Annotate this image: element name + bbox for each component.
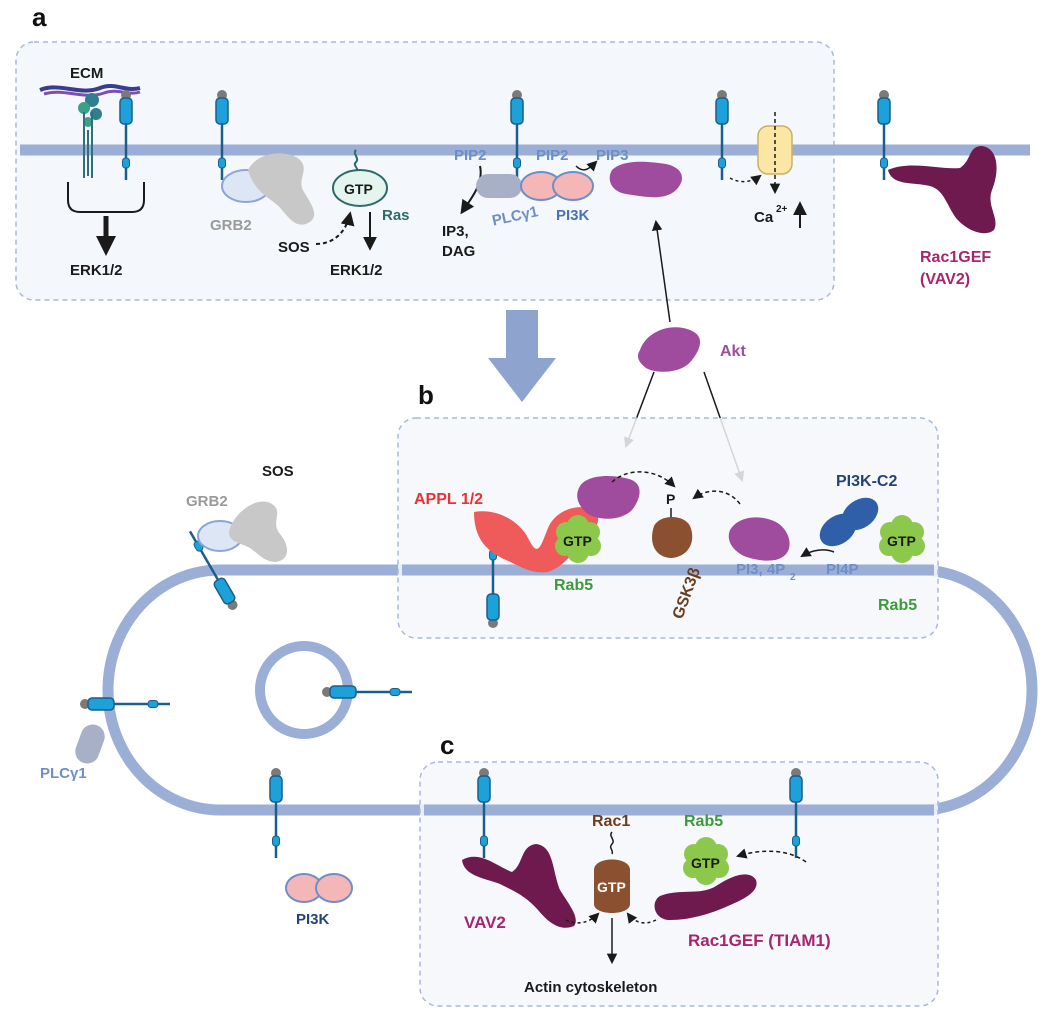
plcg1-endo-label: PLCγ1 [40,765,87,782]
ras-gtp-shape [332,169,388,207]
vav2-label-a: (VAV2) [920,271,970,288]
rac1gef-tiam1-label: Rac1GEF (TIAM1) [688,931,831,950]
bracket [67,182,145,213]
erk-ras-label: ERK1/2 [330,262,383,279]
phospho-label: P [666,491,675,507]
receptor-a5 [876,88,892,182]
internalization-arrow [488,310,556,402]
ras-label: Ras [382,207,410,224]
akt-cytosol-shape [638,327,701,372]
grb2-endo-label: GRB2 [186,493,228,510]
receptor-endo-plcg1 [78,696,172,712]
calcium-sup: 2+ [776,204,788,215]
receptor-vesicle [320,684,414,700]
sos-label: SOS [278,239,310,256]
tiam1-shape [654,874,757,920]
rac1-gtp-shape [594,859,630,913]
rab5-gtp-c-label: GTP [691,855,720,871]
dag-label: DAG [442,243,475,260]
gsk3b-shape [652,517,693,558]
vav2-c-shape [462,844,576,928]
pi3k-a-label: PI3K [556,207,590,224]
pi4p-label: PI4P [826,561,859,578]
calcium-label: Ca [754,209,774,226]
rac1gef-label-a: Rac1GEF [920,249,991,266]
pi34p2-label: PI3, 4P [736,561,785,578]
ras-gtp-label: GTP [344,181,373,197]
pi3k-right-subunit [552,171,594,201]
plcg1-endo-shape [75,724,105,764]
vav2-activates-rac1-arrow [565,912,600,924]
akt-label: Akt [720,343,746,360]
sos-to-ras-arrow [315,211,355,245]
panel-a-box [15,41,835,301]
panel-letter-a: a [32,2,47,32]
pip2-to-ip3-arrow [460,165,482,215]
rab5-gtp-b-left-label: GTP [563,533,592,549]
erk-left-label: ERK1/2 [70,262,123,279]
ip3-label: IP3, [442,223,469,240]
vav2-c-label: VAV2 [464,913,506,932]
panel-letter-c: c [440,730,454,760]
pip2-left-label: PIP2 [454,147,487,164]
rab5-b-left-label: Rab5 [554,577,593,594]
receptor-to-tiam1-arrow [735,848,807,863]
pip2-right-label: PIP2 [536,147,569,164]
ras-anchor [353,149,359,173]
ecm-label: ECM [70,65,103,82]
sos-shape [248,153,315,225]
appl-label: APPL 1/2 [414,491,483,508]
akt-pi34p2-shape [728,517,790,561]
plcg1-shape [476,174,522,198]
panel-letter-b: b [418,380,434,410]
pi3kc2-label: PI3K-C2 [836,473,897,490]
pi3k-endo-label: PI3K [296,911,330,928]
akt-membrane-shape [609,161,682,198]
receptor-to-channel-arrow [729,174,762,186]
panel-c-box [419,761,939,1007]
pi3k-endo-right [315,873,353,903]
grb2-label: GRB2 [210,217,252,234]
actin-label: Actin cytoskeleton [524,979,657,996]
rab5-c-label: Rab5 [684,813,723,830]
rac1gef-vav2-shape-a [888,146,997,234]
rac1-gtp-label: GTP [597,879,626,895]
akt-to-membrane-arrow [651,219,671,323]
pi3kc2-subunit-2 [841,497,879,531]
rab5-b-right-label: Rab5 [878,597,917,614]
pip2-to-pip3-arrow [575,160,598,172]
akt-b-shape [577,476,640,519]
ecm-integrin-complex [39,84,141,178]
sos-endo-label: SOS [262,463,294,480]
rab5-gtp-b-right-label: GTP [887,533,916,549]
pi34p2-sub: 2 [790,572,796,583]
sos-endo-shape [229,501,288,562]
pi4p-to-pi34p2-arrow [800,547,835,558]
rac1-label: Rac1 [592,813,630,830]
pip3-label: PIP3 [596,147,629,164]
rac1-anchor [609,831,614,855]
